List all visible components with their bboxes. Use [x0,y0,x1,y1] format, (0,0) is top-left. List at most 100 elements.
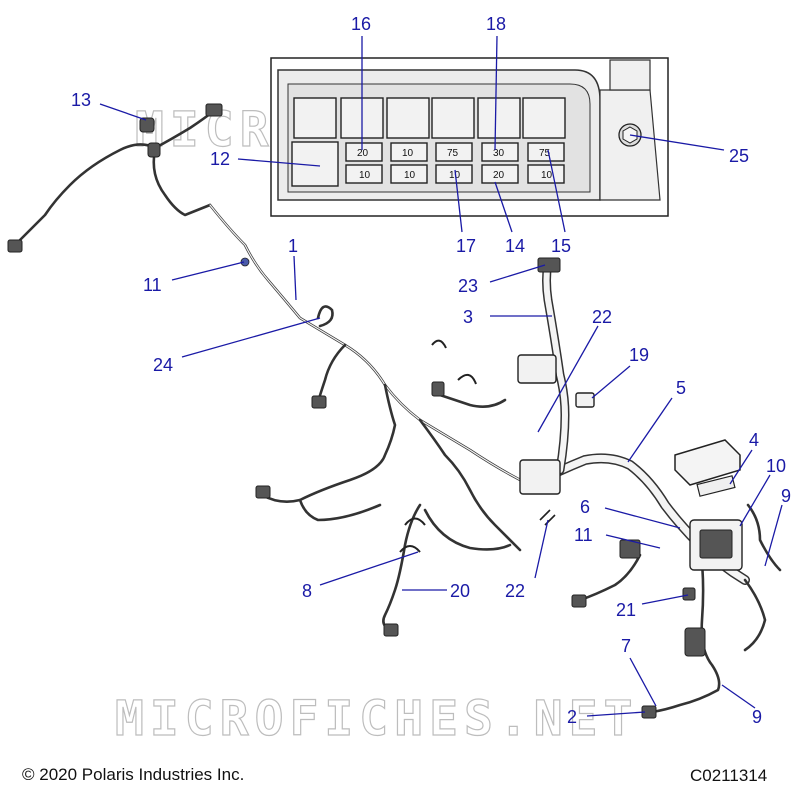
connector [139,117,155,133]
callout-4: 4 [749,430,759,450]
leader-line [604,507,681,529]
fuse-rating: 10 [402,148,414,159]
connector [431,381,445,397]
leader-line [319,551,419,586]
wire-branch [152,148,212,217]
callout-14: 14 [505,236,525,256]
harness-components [7,103,743,719]
connector [255,485,271,499]
leader-line [537,325,599,433]
wire-branch [260,383,397,503]
fuse-rating: 20 [357,148,369,159]
leader-line [629,134,725,151]
relay [431,97,475,139]
wire-branch [650,543,721,714]
leader-line [489,264,546,283]
relay [522,97,566,139]
relay [386,97,430,139]
fuse-box-inset: 20 10 75 30 75 10 10 10 20 10 [270,57,669,217]
callout-16: 16 [351,14,371,34]
fuse-rating: 30 [493,148,505,159]
callout-8: 8 [302,581,312,601]
callout-15: 15 [551,236,571,256]
fuse [345,142,383,162]
fuse [435,142,473,162]
callout-17: 17 [456,236,476,256]
leader-line [494,35,498,151]
callout-9-lower: 9 [752,707,762,727]
callout-22-top: 22 [592,307,612,327]
leader-line [721,684,756,709]
leader-line [627,397,673,463]
grommet [240,257,250,267]
leader-line [494,181,513,233]
bracket-tab [609,59,651,91]
connector [537,257,561,273]
fuse-box-cover [674,439,741,486]
callout-13: 13 [71,90,91,110]
fuse-rating: 75 [447,148,459,159]
wire-trunk [543,259,569,473]
leader-line [629,657,657,707]
retaining-clip [431,339,447,349]
callout-labels: 16 18 12 13 25 17 14 15 1 11 23 3 22 19 … [71,14,791,727]
retaining-clip [404,517,426,526]
wire-branch [438,393,507,408]
copyright-text: © 2020 Polaris Industries Inc. [22,765,244,784]
fuse-rating: 20 [493,170,505,181]
connector [682,587,696,601]
callout-1: 1 [288,236,298,256]
wire-main [209,204,531,486]
leader-line [293,255,297,301]
retaining-clip [457,373,477,385]
fuse-strip [696,475,736,497]
wire-branch [418,418,522,552]
leader-line [454,169,463,233]
wire-branch [13,108,217,247]
wire-branch [743,578,767,652]
fuse-box-module-detail [699,529,733,559]
fuse [390,142,428,162]
connector [311,395,327,409]
callout-11-left: 11 [143,275,162,295]
callout-11-right: 11 [574,525,593,545]
fuse [527,164,565,184]
connector [684,627,706,657]
fuse [435,164,473,184]
callout-2: 2 [567,707,577,727]
retaining-clip [399,545,421,553]
leader-line [534,519,549,579]
callout-25: 25 [729,146,749,166]
fuse-rating: 10 [359,170,371,181]
leader-line [547,149,566,233]
fuse [481,164,519,184]
leader-line [99,103,147,121]
fuse-rating: 10 [449,170,461,181]
leader-line [605,534,661,549]
connector [619,539,641,559]
callout-9-upper: 9 [781,486,791,506]
fuse [345,164,383,184]
callout-22-bottom: 22 [505,581,525,601]
fuse-rating: 10 [404,170,416,181]
callout-23: 23 [458,276,478,296]
leader-line [237,158,321,167]
connector [7,239,23,253]
callout-5: 5 [676,378,686,398]
fuse-rating: 75 [539,148,551,159]
wire-loop [316,305,334,328]
callout-18: 18 [486,14,506,34]
relay [477,97,521,139]
callout-20: 20 [450,581,470,601]
fuse [390,164,428,184]
callout-24: 24 [153,355,173,375]
relay-part-19 [575,392,595,408]
leader-line [729,449,753,485]
connector [147,142,161,158]
leader-line [181,317,321,358]
leader-line [591,365,631,399]
callout-21: 21 [616,600,636,620]
connector [205,103,223,117]
connector [571,594,587,608]
